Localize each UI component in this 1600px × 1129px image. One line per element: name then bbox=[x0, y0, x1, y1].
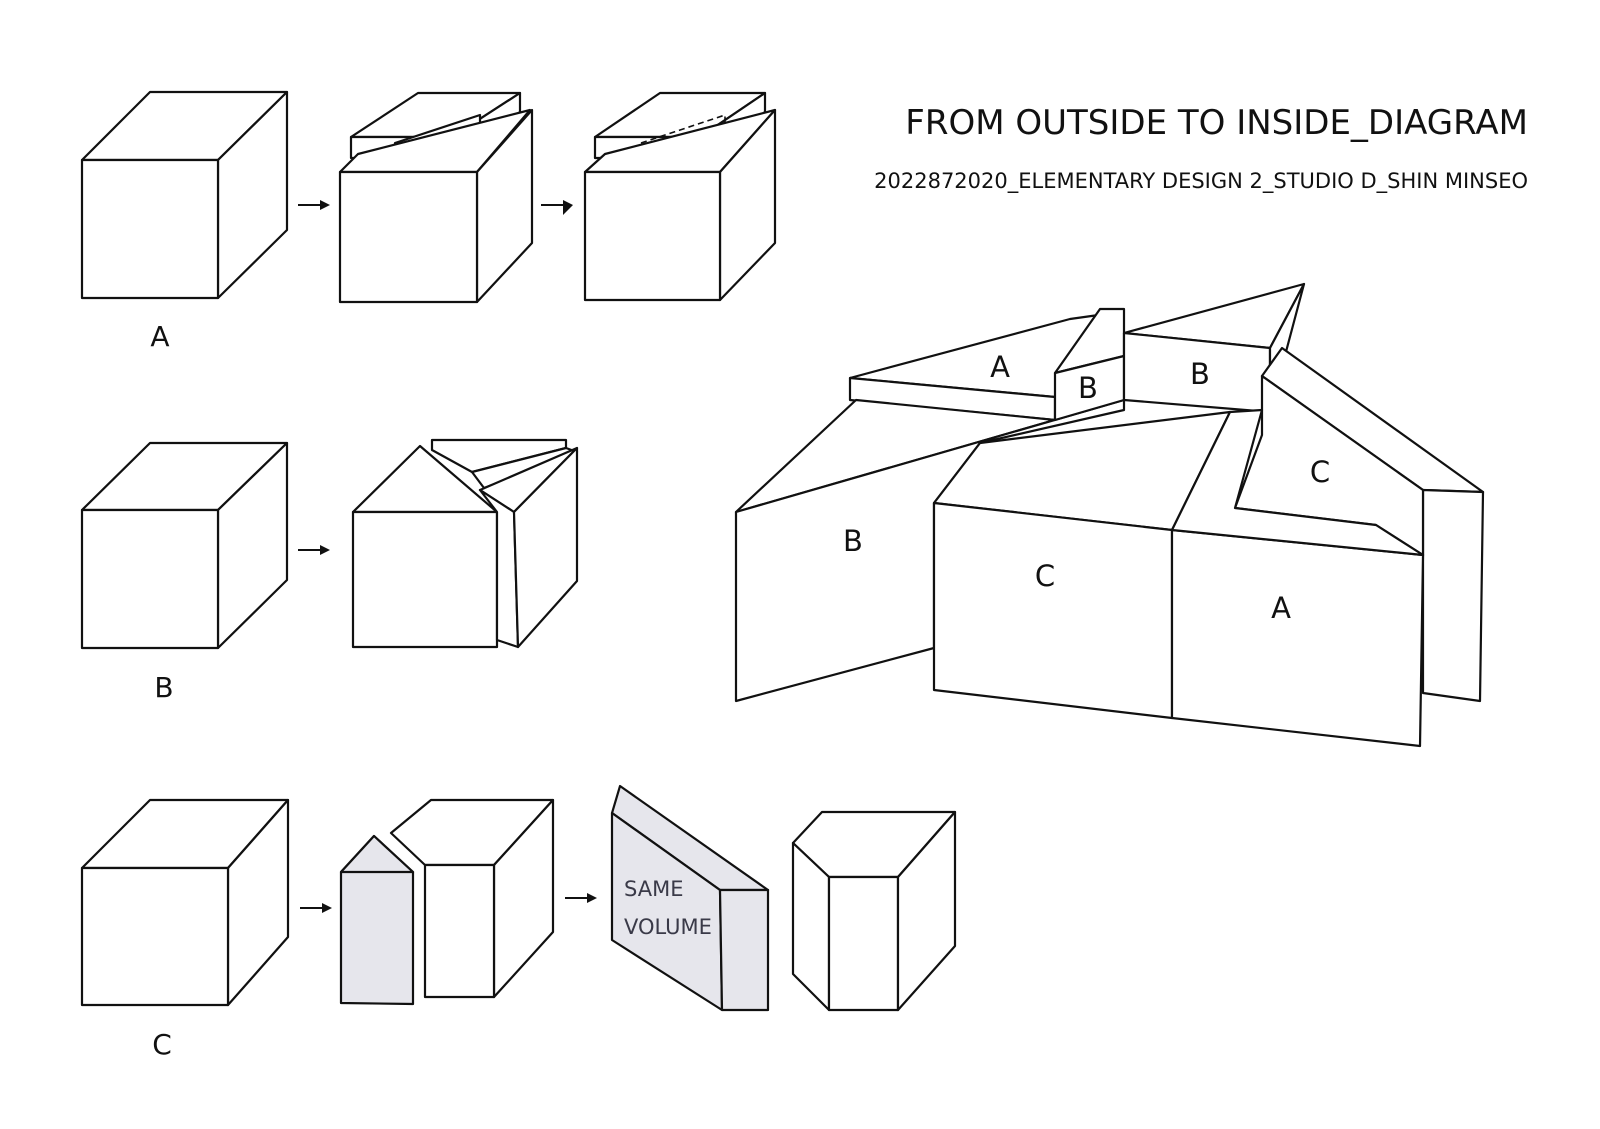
row-c-same-volume-block bbox=[610, 784, 770, 1012]
row-b-cube bbox=[80, 441, 289, 650]
assembly-model bbox=[734, 282, 1485, 748]
row-c-arrow-2 bbox=[565, 893, 597, 903]
assembly-front-label-c: C bbox=[1035, 559, 1055, 593]
assembly-top-label-b-small: B bbox=[1078, 371, 1098, 405]
row-a-label: A bbox=[150, 320, 169, 353]
row-a-arrow-1 bbox=[298, 200, 330, 210]
row-c-cube bbox=[80, 798, 290, 1007]
row-b-arrow bbox=[298, 545, 330, 555]
row-c-split-volume bbox=[339, 798, 555, 1006]
assembly-left-label-b: B bbox=[843, 524, 863, 558]
row-c-label: C bbox=[152, 1028, 172, 1061]
same-volume-note-line-1: SAME bbox=[624, 877, 683, 901]
row-c-hex-prism bbox=[791, 810, 957, 1012]
row-c-arrow-1 bbox=[300, 903, 332, 913]
assembly-top-label-a: A bbox=[990, 350, 1010, 384]
same-volume-note-line-2: VOLUME bbox=[624, 915, 712, 939]
row-a-carved-volume bbox=[583, 91, 777, 302]
row-a-arrow-2 bbox=[541, 200, 573, 215]
row-b-split-volume bbox=[351, 438, 579, 649]
row-b-label: B bbox=[154, 671, 173, 704]
row-a-cube bbox=[80, 90, 289, 300]
diagram-subtitle: 2022872020_ELEMENTARY DESIGN 2_STUDIO D_… bbox=[874, 169, 1528, 194]
diagram-title: FROM OUTSIDE TO INSIDE_DIAGRAM bbox=[905, 103, 1528, 143]
assembly-top-label-b-tall: B bbox=[1190, 357, 1210, 391]
assembly-right-label-c: C bbox=[1310, 455, 1330, 489]
assembly-front-label-a: A bbox=[1271, 591, 1291, 625]
row-a-split-volume bbox=[338, 91, 534, 304]
